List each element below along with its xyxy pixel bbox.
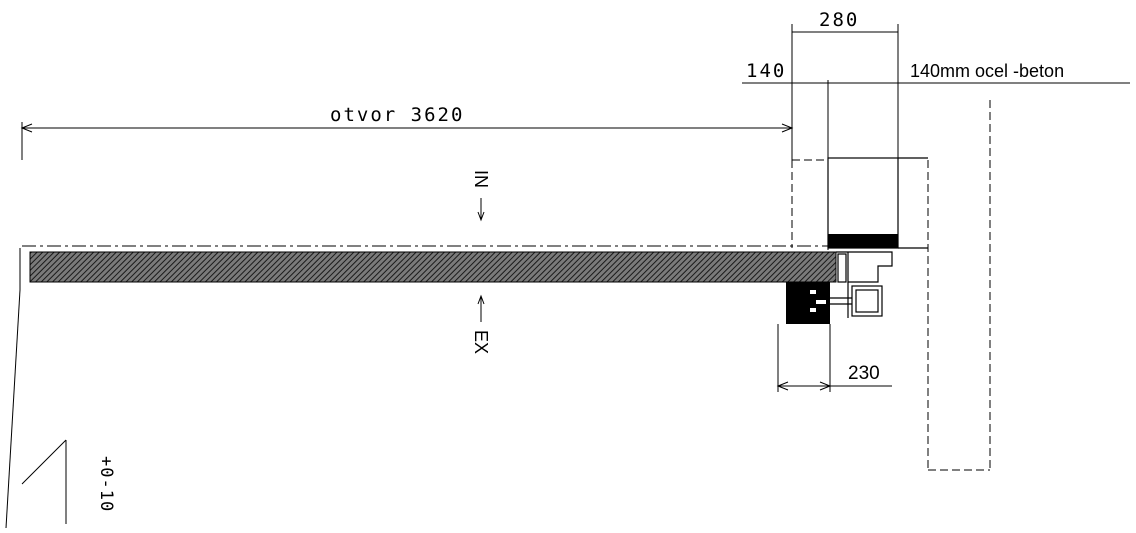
level-mark-symbol <box>21 439 67 524</box>
dimension-280 <box>791 24 899 250</box>
opening-dimension-label: otvor 3620 <box>330 104 465 126</box>
outside-label: EX <box>471 330 491 355</box>
level-mark-label: +0-10 <box>96 456 116 513</box>
dimension-280-label: 280 <box>819 9 860 31</box>
dimension-230 <box>776 324 892 392</box>
wall-note-label: 140mm ocel -beton <box>910 61 1065 81</box>
left-jamb <box>5 248 21 529</box>
column-base-plate <box>828 234 898 248</box>
dimension-140-label: 140 <box>746 60 787 82</box>
dimension-opening <box>20 122 794 160</box>
roller-detail <box>810 290 826 312</box>
door-leaf <box>29 251 837 283</box>
in-arrow <box>477 198 485 222</box>
inside-label: IN <box>471 170 491 188</box>
wall-block <box>791 100 991 471</box>
ex-arrow <box>477 294 485 322</box>
dimension-230-label: 230 <box>848 363 880 384</box>
